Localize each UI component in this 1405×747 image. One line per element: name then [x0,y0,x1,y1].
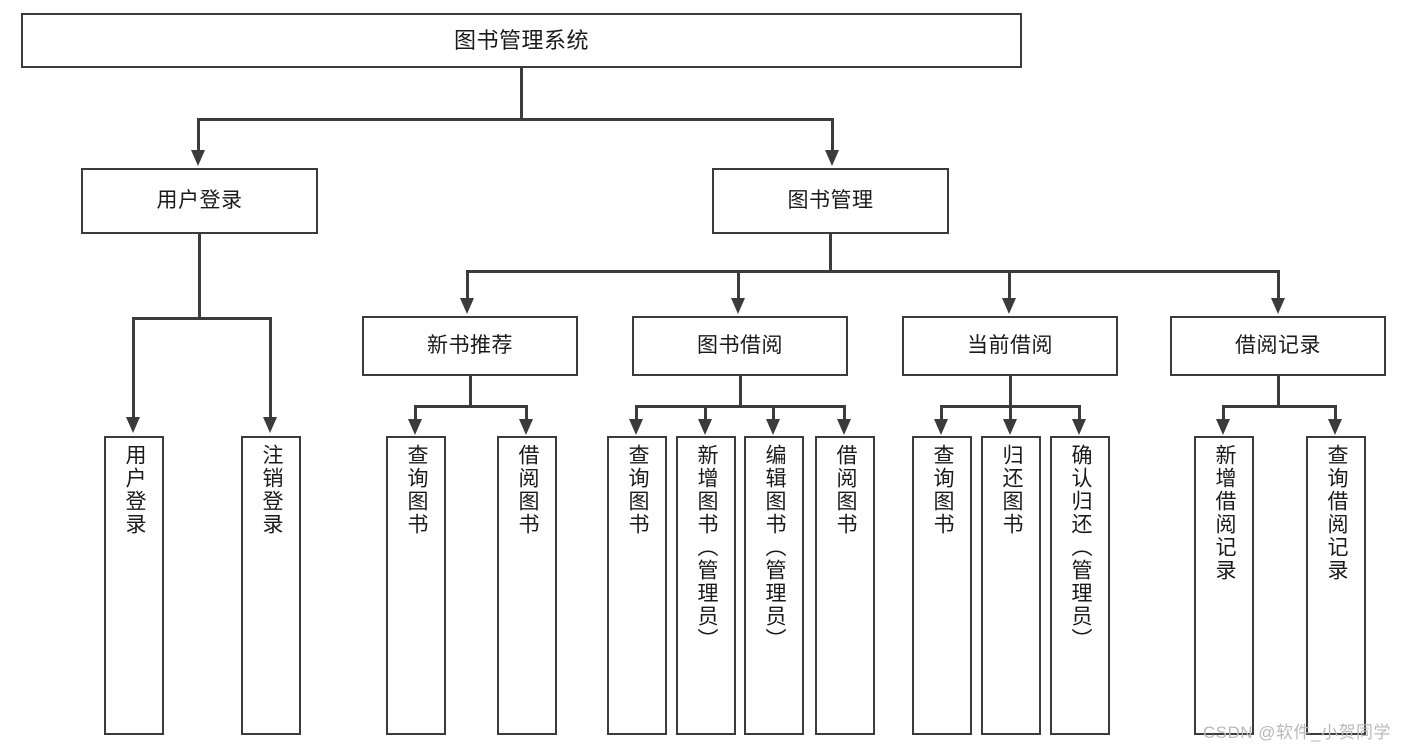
arrow-icon-user-login-leaf2 [263,417,277,433]
connector-new-book-leaf2 [525,405,528,421]
arrow-icon-to-user-login [191,150,205,166]
node-label: 用户登录 [156,188,243,212]
leaf-new-book-query[interactable]: 查询图书 [386,436,446,735]
arrow-icon-current-borrow-leaf3 [1072,419,1086,435]
node-label: 借阅记录 [1235,333,1321,357]
arrow-icon-book-borrow-leaf1 [629,419,643,435]
connector-book-borrow-stem [739,376,742,407]
arrow-icon-to-borrow-record [1271,298,1285,314]
connector-borrow-record-stem [1277,376,1280,407]
node-label: 确认归还（管理员） [1069,444,1093,651]
node-root-system[interactable]: 图书管理系统 [21,13,1022,68]
connector-book-borrow-leaf3 [772,405,775,421]
connector-user-login-leaf1 [132,317,135,419]
node-user-login[interactable]: 用户登录 [81,168,318,234]
connector-to-new-book [466,270,469,300]
leaf-current-borrow-query[interactable]: 查询图书 [912,436,972,735]
node-current-borrow[interactable]: 当前借阅 [902,316,1118,376]
node-label: 查询图书 [626,444,650,536]
arrow-icon-to-book-manage [825,150,839,166]
arrow-icon-current-borrow-leaf1 [934,419,948,435]
leaf-book-borrow-edit[interactable]: 编辑图书（管理员） [744,436,804,735]
connector-user-login-leaf2 [269,317,272,419]
connector-user-login-bar [132,317,272,320]
node-label: 注销登录 [260,444,284,536]
connector-borrow-record-bar [1222,405,1337,408]
connector-book-borrow-leaf1 [635,405,638,421]
arrow-icon-to-current-borrow [1002,298,1016,314]
node-label: 编辑图书（管理员） [763,444,787,651]
connector-current-borrow-leaf3 [1078,405,1081,421]
leaf-new-book-borrow[interactable]: 借阅图书 [497,436,557,735]
arrow-icon-book-borrow-leaf3 [766,419,780,435]
arrow-icon-book-borrow-leaf2 [698,419,712,435]
leaf-user-login-logout[interactable]: 注销登录 [241,436,301,735]
node-label: 图书借阅 [697,333,783,357]
connector-book-borrow-bar [635,405,846,408]
node-label: 新增借阅记录 [1213,444,1237,582]
connector-root-to-book-manage [831,118,834,152]
connector-book-manage-stem [829,234,832,272]
node-label: 借阅图书 [516,444,540,536]
connector-to-current-borrow [1008,270,1011,300]
connector-root-bar [197,118,834,121]
node-book-management[interactable]: 图书管理 [712,168,949,234]
connector-borrow-record-leaf1 [1222,405,1225,421]
connector-new-book-leaf1 [414,405,417,421]
leaf-user-login-login[interactable]: 用户登录 [104,436,164,735]
arrow-icon-to-book-borrow [731,298,745,314]
leaf-book-borrow-query[interactable]: 查询图书 [607,436,667,735]
arrow-icon-borrow-record-leaf1 [1216,419,1230,435]
arrow-icon-user-login-leaf1 [126,417,140,433]
node-label: 借阅图书 [834,444,858,536]
arrow-icon-new-book-leaf2 [519,419,533,435]
node-label: 查询借阅记录 [1325,444,1349,582]
node-label: 用户登录 [123,444,147,536]
connector-current-borrow-leaf1 [940,405,943,421]
connector-book-borrow-leaf4 [843,405,846,421]
node-label: 新书推荐 [427,333,513,357]
node-label: 新增图书（管理员） [695,444,719,651]
connector-borrow-record-leaf2 [1334,405,1337,421]
node-label: 图书管理 [787,188,874,212]
connector-current-borrow-stem [1009,376,1012,407]
leaf-current-borrow-return[interactable]: 归还图书 [981,436,1041,735]
node-new-book-recommend[interactable]: 新书推荐 [362,316,578,376]
arrow-icon-to-new-book [460,298,474,314]
leaf-borrow-record-add[interactable]: 新增借阅记录 [1194,436,1254,735]
connector-root-to-user-login [197,118,200,152]
connector-new-book-bar [414,405,528,408]
connector-current-borrow-leaf2 [1009,405,1012,421]
connector-to-borrow-record [1277,270,1280,300]
arrow-icon-borrow-record-leaf2 [1328,419,1342,435]
connector-book-borrow-leaf2 [704,405,707,421]
node-label: 图书管理系统 [453,27,589,53]
leaf-book-borrow-borrow[interactable]: 借阅图书 [815,436,875,735]
leaf-current-borrow-confirm-return[interactable]: 确认归还（管理员） [1050,436,1110,735]
node-book-borrow[interactable]: 图书借阅 [632,316,848,376]
arrow-icon-book-borrow-leaf4 [837,419,851,435]
connector-book-manage-bar [466,270,1278,273]
arrow-icon-new-book-leaf1 [408,419,422,435]
connector-user-login-stem [198,234,201,319]
connector-root-stem [520,68,523,120]
node-label: 归还图书 [1000,444,1024,536]
watermark-text: CSDN @软件_小贺同学 [1202,723,1391,742]
leaf-borrow-record-query[interactable]: 查询借阅记录 [1306,436,1366,735]
connector-to-book-borrow [737,270,740,300]
node-label: 查询图书 [405,444,429,536]
leaf-book-borrow-add[interactable]: 新增图书（管理员） [676,436,736,735]
node-label: 当前借阅 [967,333,1053,357]
connector-new-book-stem [469,376,472,407]
arrow-icon-current-borrow-leaf2 [1003,419,1017,435]
node-label: 查询图书 [931,444,955,536]
node-borrow-record[interactable]: 借阅记录 [1170,316,1386,376]
